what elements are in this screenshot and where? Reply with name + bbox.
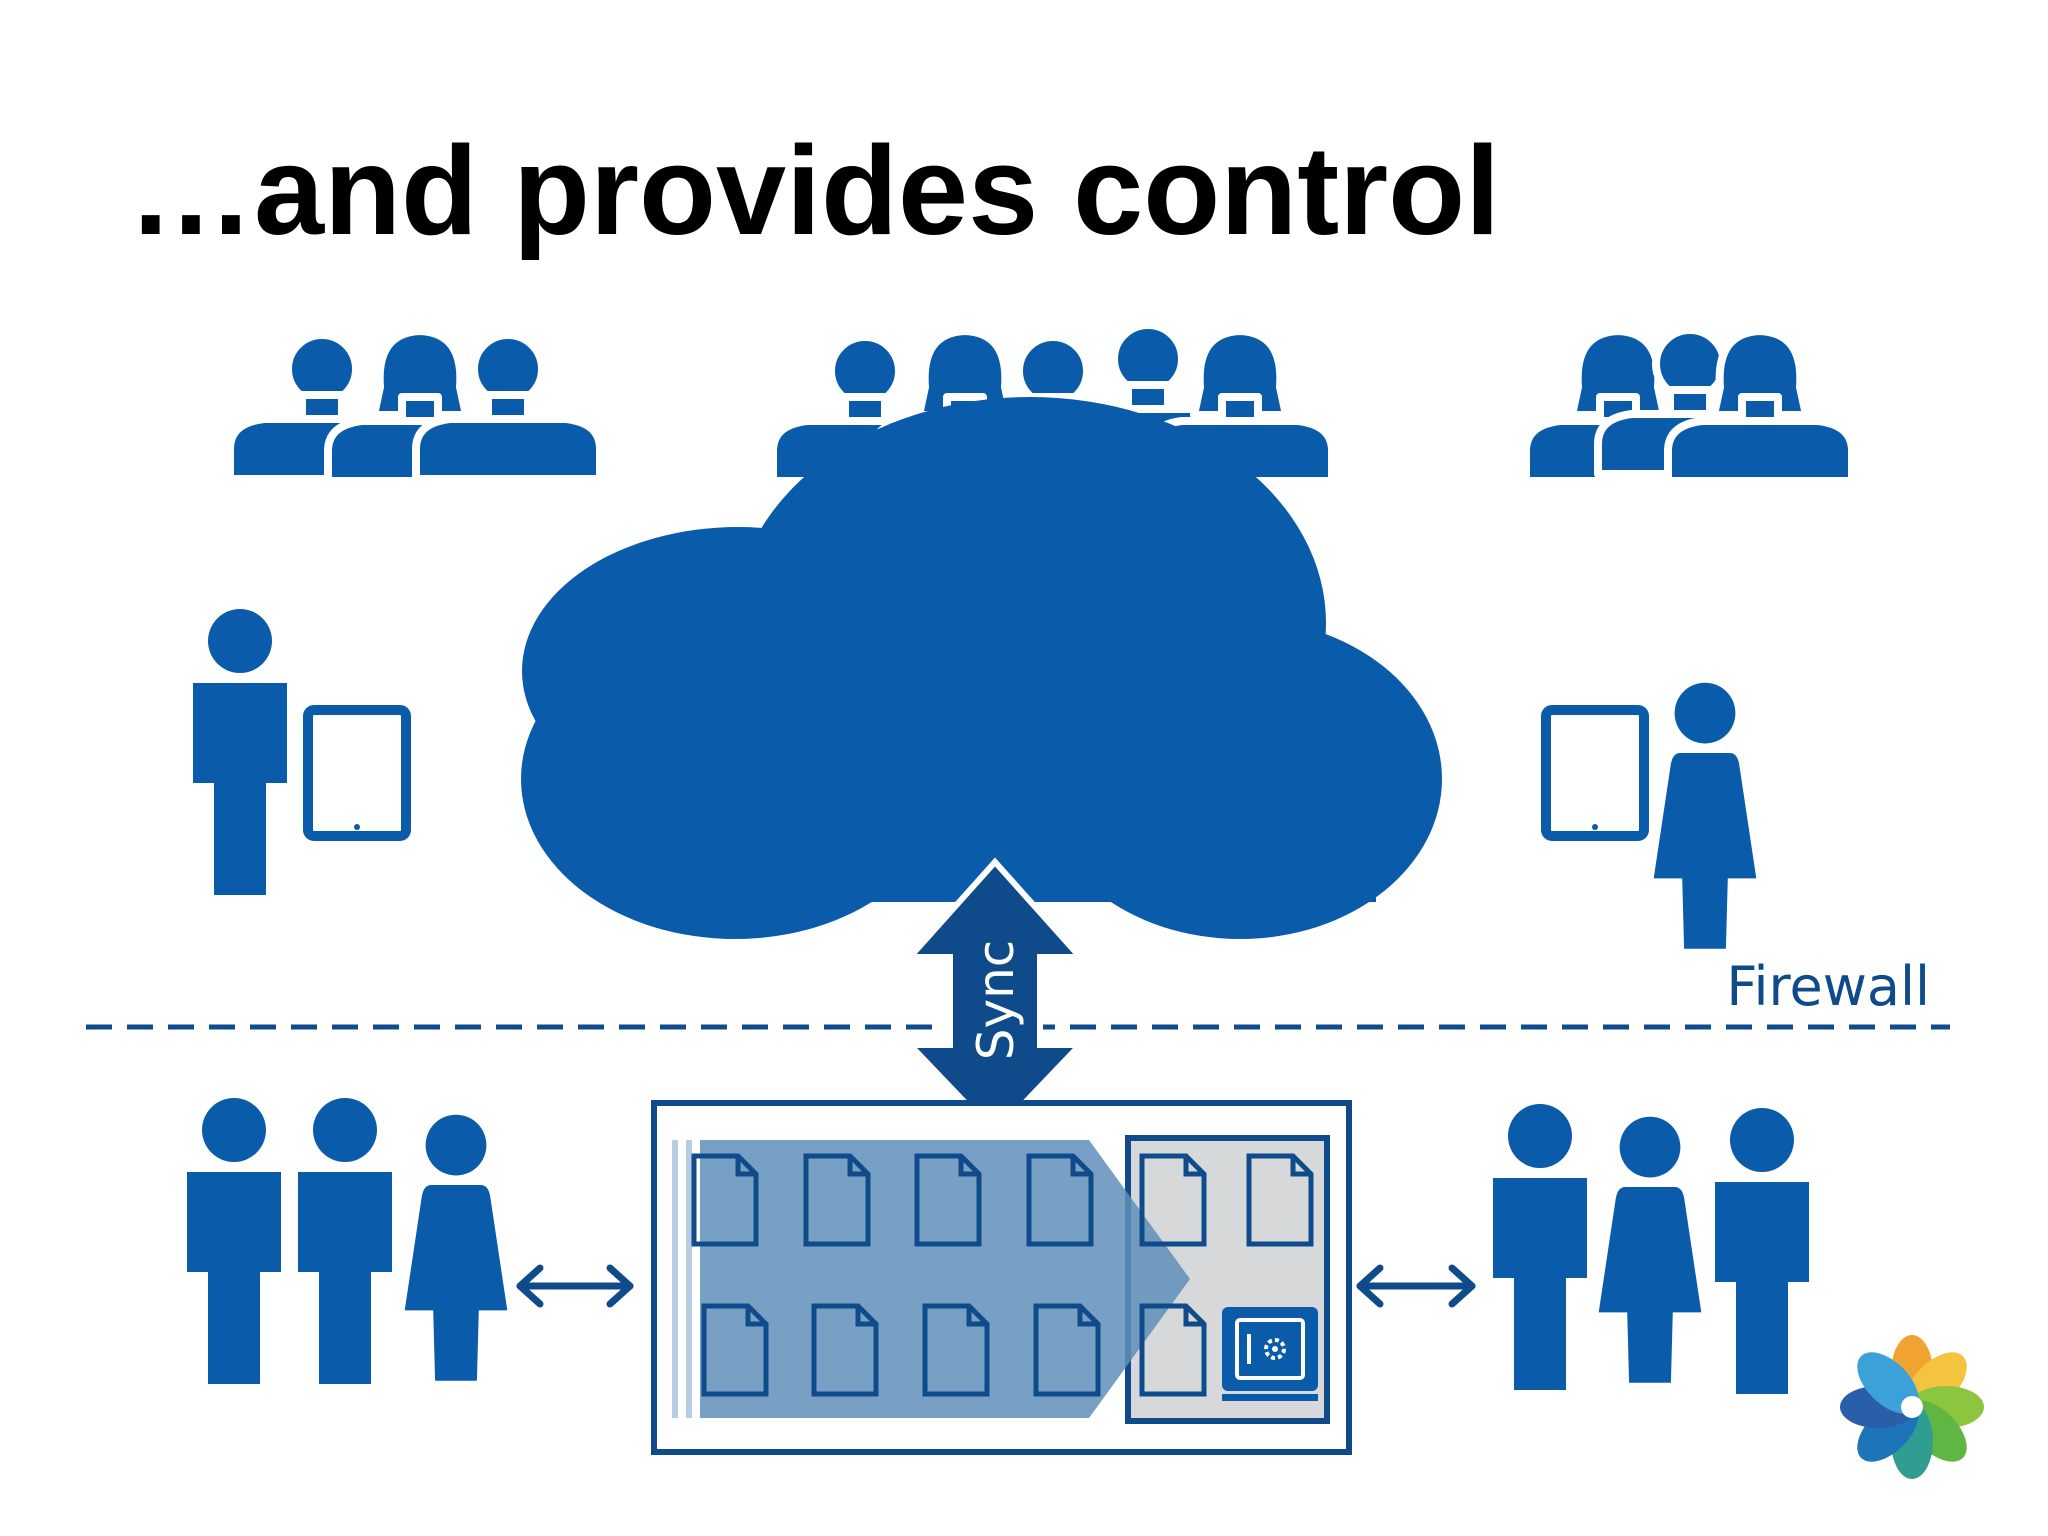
top-left-people-group-icon (230, 331, 600, 481)
document-flow-arrow (700, 1140, 1190, 1418)
person-with-tablet-right-icon (1541, 682, 1757, 949)
slide-title: …and provides control (128, 120, 1501, 261)
left-double-arrow-icon (516, 1264, 634, 1308)
top-right-people-group-icon (1526, 330, 1852, 481)
safe-icon (1222, 1307, 1318, 1401)
person-with-tablet-left-icon (193, 609, 411, 895)
alfresco-logo (1840, 1335, 1984, 1479)
sync-label: Sync (967, 940, 1025, 1061)
bottom-left-people-icon (187, 1098, 508, 1384)
right-double-arrow-icon (1356, 1264, 1476, 1308)
bottom-right-people-icon (1493, 1104, 1809, 1394)
cloud-icon (521, 397, 1442, 939)
repository-box (651, 1100, 1352, 1455)
firewall-label: Firewall (1726, 955, 1930, 1018)
sync-arrow-icon: Sync (902, 857, 1088, 1139)
